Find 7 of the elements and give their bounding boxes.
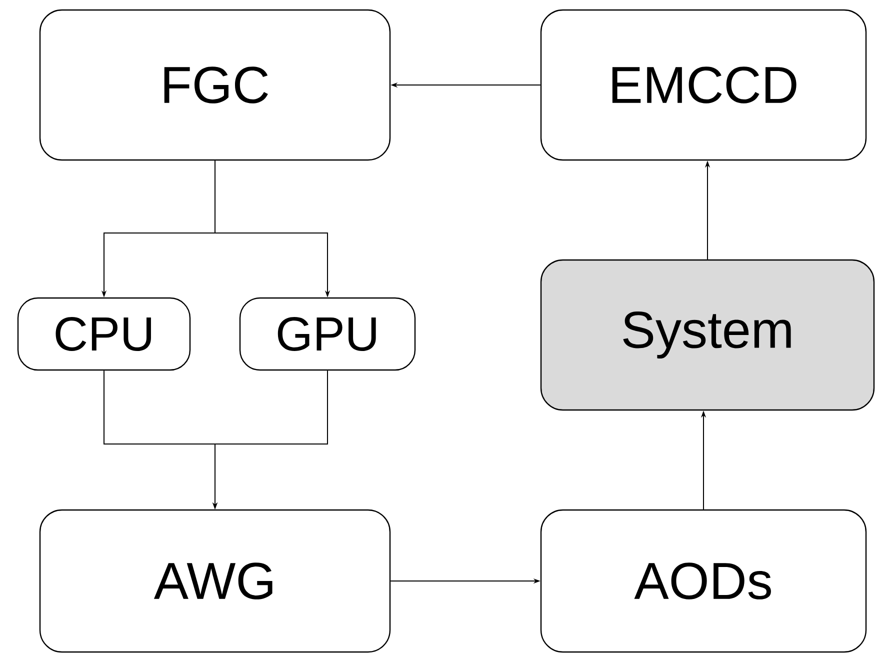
shaded-box: System [540,259,875,411]
rounded-box: CPU [17,297,191,371]
rounded-box: GPU [239,297,416,371]
process-box: FGC [39,9,391,161]
process-box: AODs [540,509,867,653]
process-box: EMCCD [540,9,867,161]
process-box: AWG [39,509,391,653]
